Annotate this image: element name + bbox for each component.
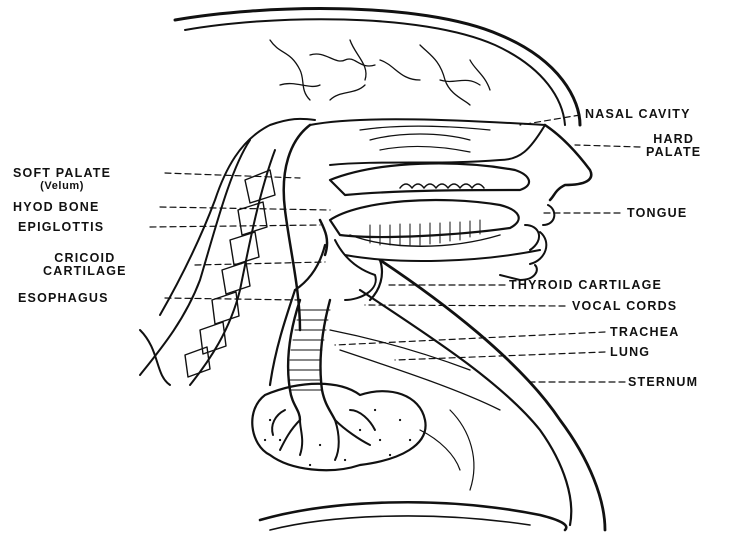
neck-base <box>140 330 170 385</box>
trachea-right <box>320 300 335 420</box>
pleura-line <box>420 410 474 490</box>
label-thyroid-cartilage: THYROID CARTILAGE <box>509 279 662 292</box>
lips <box>525 205 554 264</box>
label-cricoid-line2: CARTILAGE <box>43 265 127 278</box>
tongue-outline <box>330 200 519 237</box>
skull-outline <box>175 9 580 125</box>
label-sternum: STERNUM <box>628 376 698 389</box>
leader-lines <box>150 115 640 382</box>
label-soft-palate: SOFT PALATE (Velum) <box>13 167 111 193</box>
label-esophagus: ESOPHAGUS <box>18 292 109 305</box>
label-nasal-cavity: NASAL CAVITY <box>585 108 691 121</box>
label-hyoid-bone: HYOD BONE <box>13 201 100 214</box>
larynx-front <box>335 240 376 300</box>
label-tongue: TONGUE <box>627 207 687 220</box>
label-lung: LUNG <box>610 346 650 359</box>
bronchi <box>272 410 375 460</box>
cricoid-cartilage <box>295 245 325 290</box>
label-hard-palate: HARD PALATE <box>646 133 701 159</box>
label-soft-palate-line1: SOFT PALATE <box>13 167 111 180</box>
nasal-conchae <box>360 126 490 152</box>
jaw-line <box>345 250 540 261</box>
hard-palate <box>330 163 529 195</box>
label-cricoid-cartilage: CRICOID CARTILAGE <box>43 252 127 278</box>
skull-inner <box>185 19 565 125</box>
vertebrae <box>185 170 275 377</box>
sternum-inner <box>360 290 571 525</box>
label-soft-palate-line2: (Velum) <box>13 180 111 193</box>
label-trachea: TRACHEA <box>610 326 680 339</box>
nose-profile <box>545 125 591 200</box>
diaphragm-inner <box>270 516 530 530</box>
brain-sketch <box>270 40 490 105</box>
upper-teeth <box>400 184 484 188</box>
label-vocal-cords: VOCAL CORDS <box>572 300 677 313</box>
lung-lobe <box>252 384 425 470</box>
label-epiglottis: EPIGLOTTIS <box>18 221 104 234</box>
label-hard-palate-line2: PALATE <box>646 146 701 159</box>
